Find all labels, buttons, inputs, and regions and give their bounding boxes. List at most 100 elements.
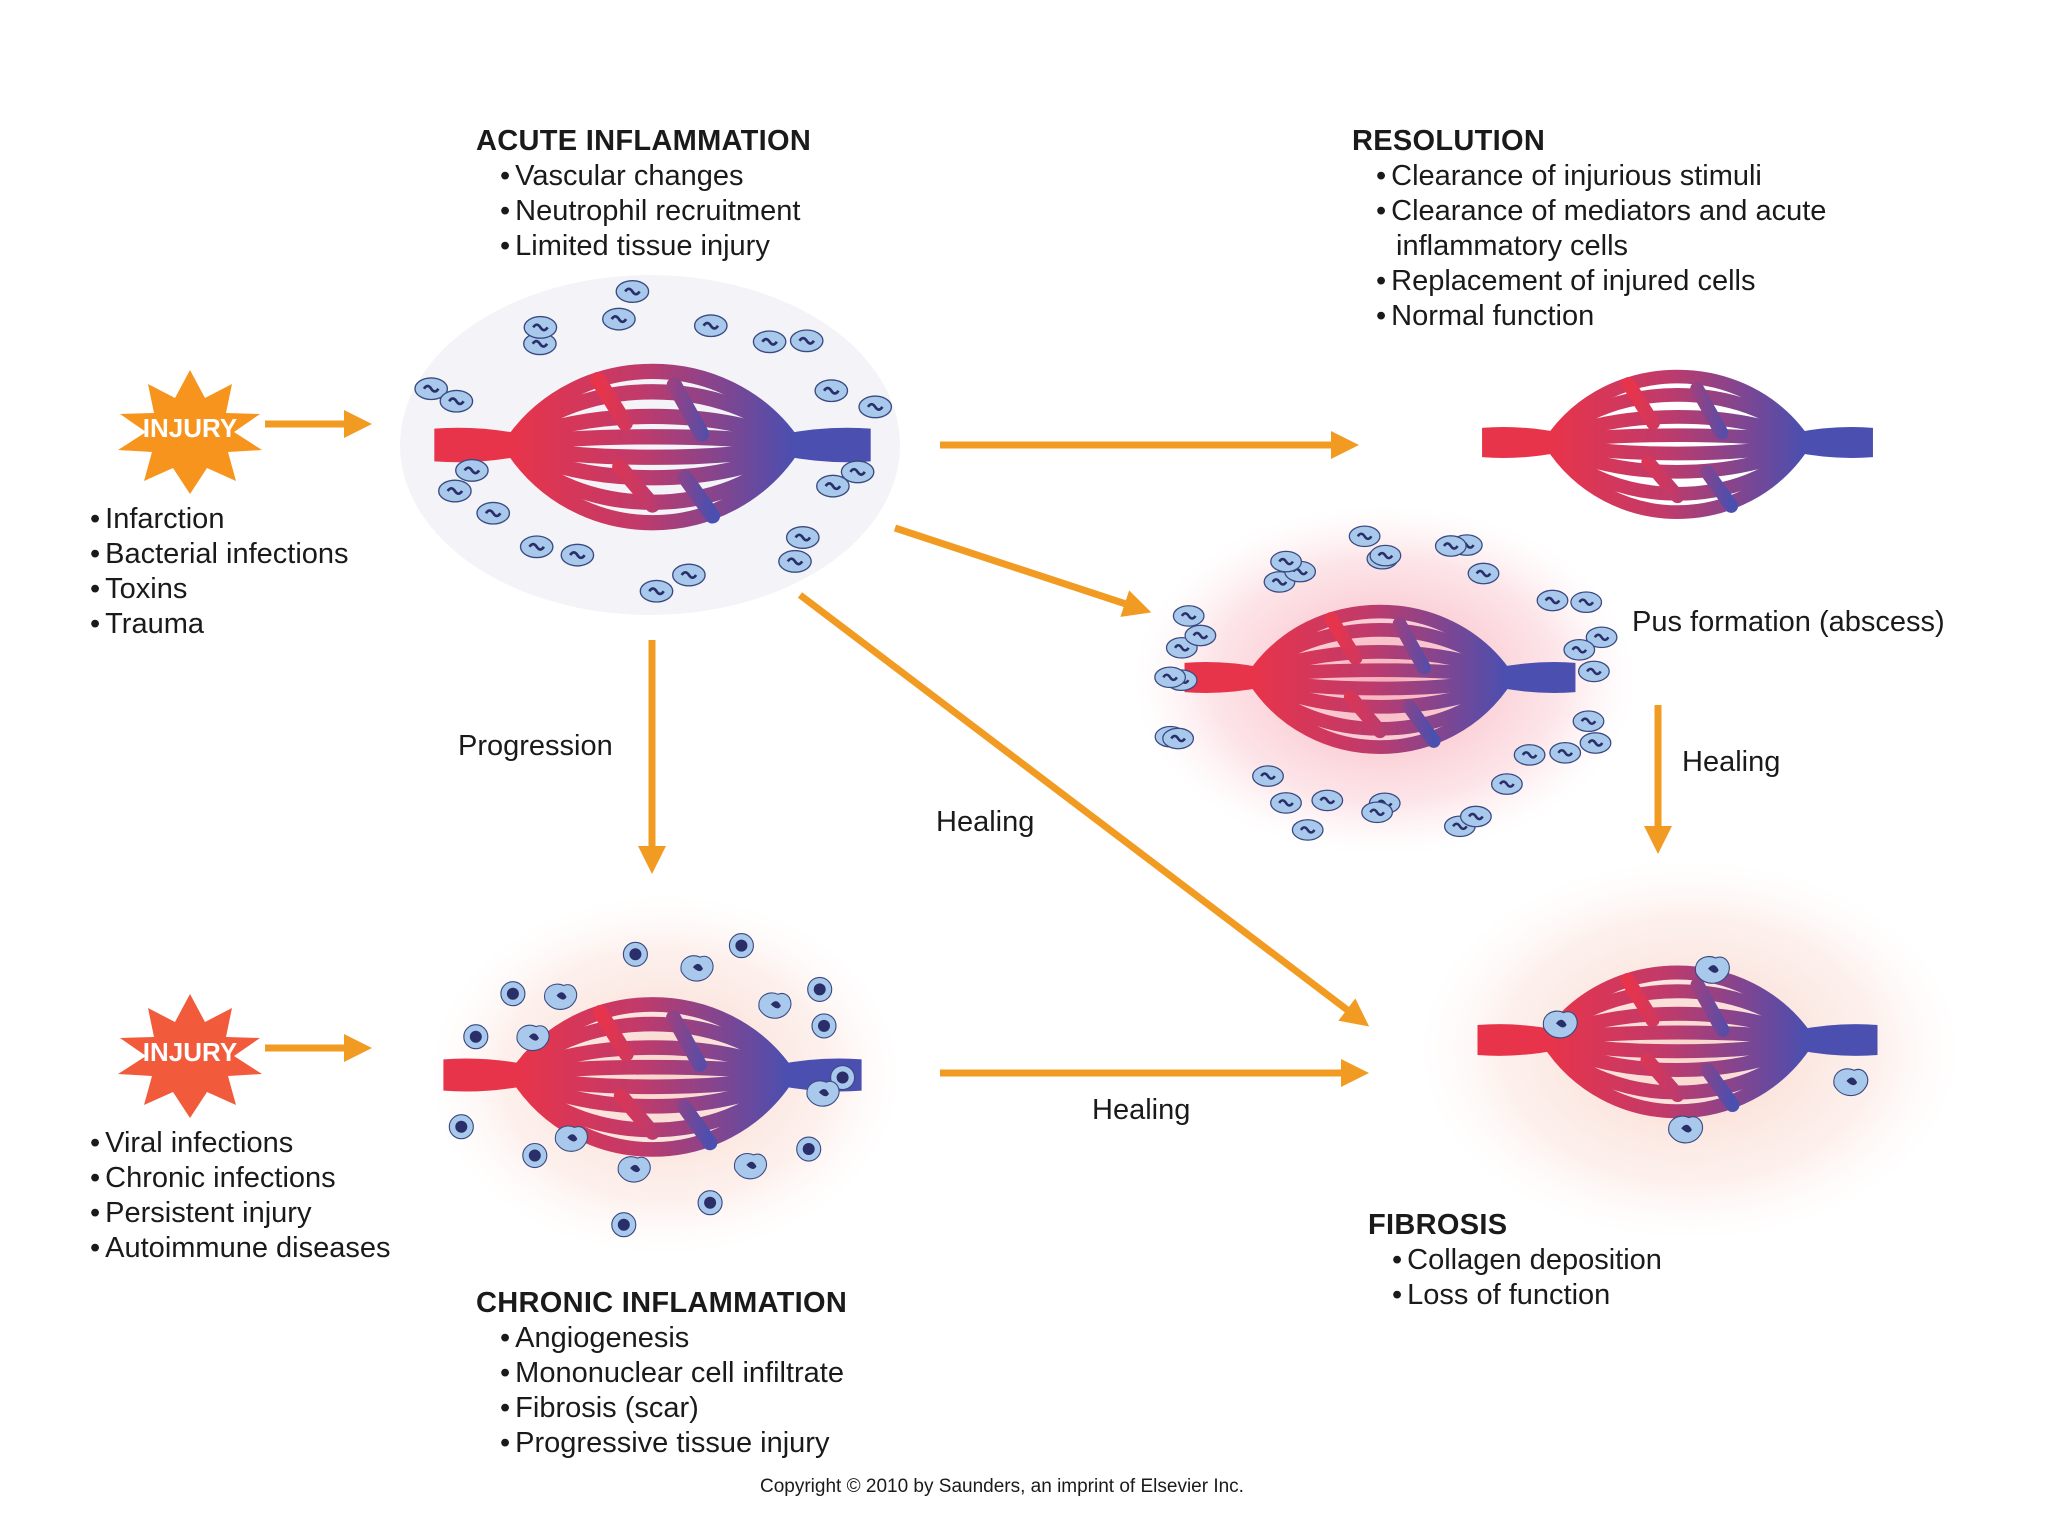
cause-item: Persistent injury: [90, 1196, 390, 1231]
cell: [519, 534, 555, 559]
resolution-block: RESOLUTION Clearance of injurious stimul…: [1352, 124, 1826, 334]
cause-item: Chronic infections: [90, 1161, 390, 1196]
cell: [437, 478, 473, 504]
chronic-inflammation-title: CHRONIC INFLAMMATION: [476, 1287, 848, 1319]
cell: [554, 1125, 589, 1152]
cell: [1291, 818, 1325, 842]
cell: [1668, 1115, 1704, 1144]
cell: [1578, 731, 1613, 755]
injury-acute-starburst: INJURY: [118, 370, 262, 494]
cell: [1833, 1068, 1869, 1097]
cell: [622, 941, 648, 967]
resolution-item: inflammatory cells: [1396, 230, 1629, 262]
healing-label-bottom: Healing: [1092, 1094, 1191, 1126]
cell: [1459, 804, 1493, 829]
progression-label: Progression: [458, 730, 613, 762]
resolution-item: Normal function: [1376, 299, 1826, 334]
chronic-inflammation-illustration: [430, 895, 900, 1255]
cell: [697, 1190, 723, 1216]
cell: [1172, 604, 1206, 628]
cell: [796, 1136, 822, 1162]
resolution-item: Replacement of injured cells: [1376, 264, 1826, 299]
resolution-item: Clearance of mediators and acute: [1376, 194, 1826, 229]
cell: [1183, 623, 1218, 648]
chronic-item: Fibrosis (scar): [500, 1391, 847, 1426]
cell: [1368, 544, 1403, 568]
cell: [438, 389, 475, 414]
cell: [680, 955, 714, 982]
arrow-acute-to-abscess: [893, 524, 1152, 617]
fibrosis-illustration: [1420, 860, 1960, 1240]
cell: [1569, 590, 1603, 614]
cell: [1269, 550, 1303, 574]
cause-item: Autoimmune diseases: [90, 1231, 390, 1266]
acute-inflammation-illustration: [400, 275, 900, 615]
fibrosis-title: FIBROSIS: [1368, 1209, 1508, 1241]
cell: [601, 306, 637, 332]
cell: [522, 1142, 548, 1169]
fibrosis-block: FIBROSIS Collagen deposition Loss of fun…: [1368, 1208, 1662, 1313]
cell: [463, 1024, 489, 1050]
cell: [815, 473, 851, 499]
cell: [522, 315, 559, 340]
cell: [811, 1013, 837, 1039]
acute-item: Vascular changes: [500, 159, 811, 194]
cell: [1542, 1010, 1578, 1039]
acute-item: Limited tissue injury: [500, 229, 811, 264]
fibrosis-item: Collagen deposition: [1392, 1243, 1662, 1278]
cell: [500, 981, 526, 1007]
cell: [475, 501, 511, 526]
cell: [454, 458, 490, 483]
cell: [785, 525, 821, 550]
cell: [751, 329, 788, 354]
injury-chronic-label: INJURY: [143, 1037, 237, 1067]
copyright-text: Copyright © 2010 by Saunders, an imprint…: [760, 1476, 1244, 1497]
cell: [559, 542, 596, 568]
cell: [544, 983, 578, 1010]
acute-item: Neutrophil recruitment: [500, 194, 811, 229]
cell: [807, 976, 833, 1002]
cell: [733, 1152, 768, 1180]
arrow-acute-to-fibrosis: [797, 592, 1370, 1027]
chronic-item: Mononuclear cell infiltrate: [500, 1356, 847, 1391]
injury-chronic-starburst: INJURY: [118, 994, 262, 1118]
cell: [617, 1156, 651, 1183]
cell: [789, 328, 825, 353]
injury-chronic-causes: Viral infections Chronic infections Pers…: [90, 1126, 390, 1266]
cell: [728, 933, 754, 959]
cell: [1466, 561, 1501, 586]
cause-item: Toxins: [90, 572, 349, 607]
healing-label-diagonal: Healing: [936, 806, 1035, 838]
cell: [1434, 534, 1468, 558]
acute-inflammation-title: ACUTE INFLAMMATION: [476, 125, 812, 157]
resolution-illustration: [1482, 377, 1873, 513]
chronic-item: Progressive tissue injury: [500, 1426, 847, 1461]
cell: [857, 394, 893, 420]
cell: [448, 1114, 474, 1140]
abscess-label: Pus formation (abscess): [1632, 606, 1945, 638]
cell: [1153, 665, 1187, 689]
cause-item: Infarction: [90, 502, 349, 537]
cell: [693, 313, 729, 338]
cell: [777, 549, 813, 574]
cell: [1161, 726, 1195, 751]
cell: [813, 378, 849, 403]
cell: [758, 992, 792, 1019]
cell: [1269, 791, 1303, 815]
cause-item: Bacterial infections: [90, 537, 348, 572]
cell: [1535, 588, 1570, 613]
cell: [1548, 741, 1582, 765]
cell: [1251, 764, 1285, 788]
cell: [1694, 955, 1730, 984]
cell: [1571, 709, 1606, 733]
cause-item: Trauma: [90, 607, 349, 642]
fibrosis-item: Loss of function: [1392, 1278, 1662, 1313]
cell: [611, 1212, 637, 1238]
cell: [1490, 772, 1524, 796]
injury-acute-label: INJURY: [143, 413, 237, 443]
chronic-inflammation-block: CHRONIC INFLAMMATION Angiogenesis Mononu…: [476, 1286, 847, 1461]
cell: [1347, 524, 1382, 548]
cell: [638, 579, 675, 604]
cell: [516, 1024, 550, 1052]
acute-inflammation-block: ACUTE INFLAMMATION Vascular changes Neut…: [476, 124, 811, 264]
